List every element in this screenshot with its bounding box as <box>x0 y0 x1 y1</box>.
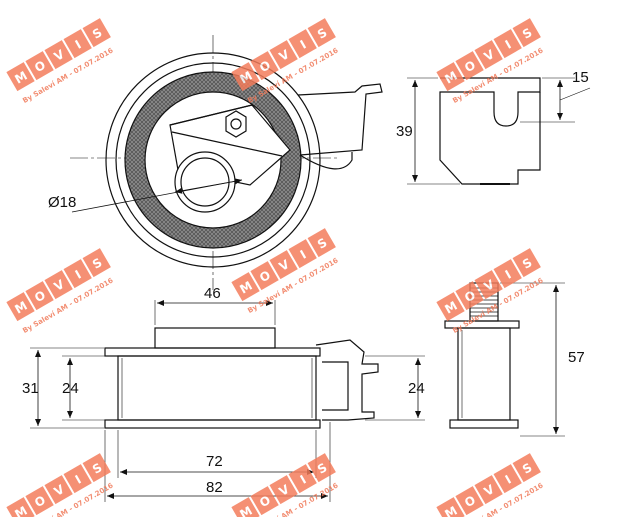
dim-side-top-width: 46 <box>204 285 221 302</box>
watermark-letter: I <box>298 247 309 261</box>
dim-bolt-height: 57 <box>568 349 585 366</box>
eccentric-bore <box>174 151 236 213</box>
outer-ring <box>105 52 321 268</box>
watermark-letter: I <box>503 37 514 51</box>
front-view <box>70 35 383 290</box>
dim-bottom-total-width: 82 <box>206 479 223 496</box>
watermark-letter: I <box>73 472 84 486</box>
watermark-letter: I <box>73 37 84 51</box>
dim-top-slot: 15 <box>572 69 589 86</box>
dim-bottom-inner-width: 72 <box>206 453 223 470</box>
plate-profile <box>407 77 591 185</box>
dim-top-diameter: Ø18 <box>48 194 76 211</box>
dim-right-height: 24 <box>408 380 425 397</box>
bolt-hex <box>225 110 247 138</box>
dim-left-inner-height: 24 <box>62 380 79 397</box>
watermark-letter: I <box>503 267 514 281</box>
watermark-letter: I <box>73 267 84 281</box>
dim-top-height: 39 <box>396 123 413 140</box>
watermark-letter: I <box>298 472 309 486</box>
watermark-letter: I <box>503 472 514 486</box>
dim-left-total-height: 31 <box>22 380 39 397</box>
watermark-letter: I <box>298 37 309 51</box>
